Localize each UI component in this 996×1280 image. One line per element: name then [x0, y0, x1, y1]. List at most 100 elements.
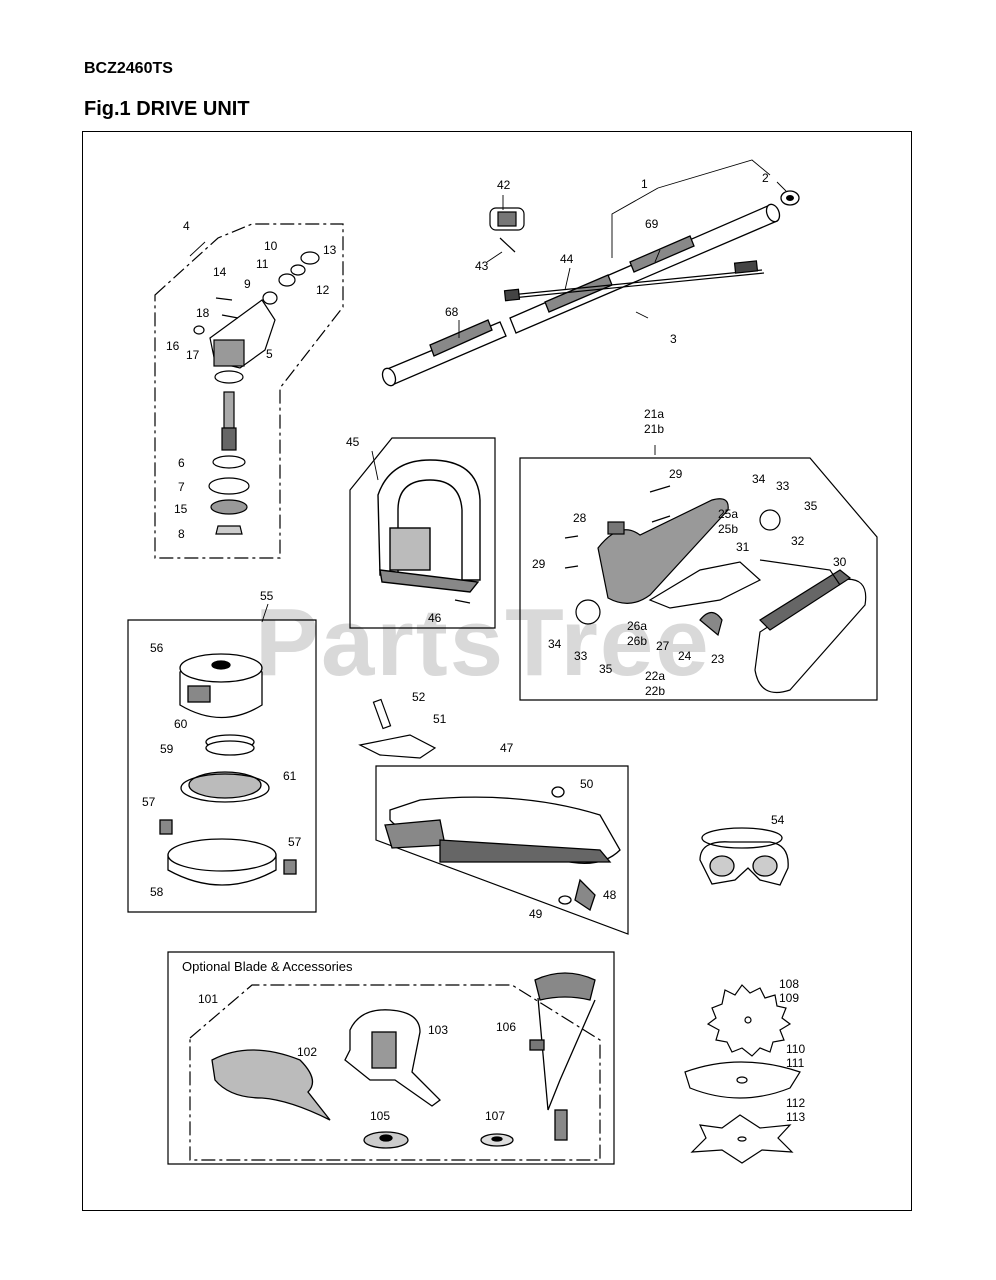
callout-109: 109 — [779, 991, 799, 1005]
optional-section-title: Optional Blade & Accessories — [182, 959, 353, 974]
callout-24: 24 — [678, 649, 692, 663]
spool-group-outline — [127, 619, 317, 913]
callout-55: 55 — [260, 589, 274, 603]
shaft-tube — [381, 203, 781, 387]
throttle-housing — [564, 485, 867, 694]
leader-lines — [189, 159, 787, 623]
callout-21a: 21a — [644, 407, 664, 421]
callout-31: 31 — [736, 540, 750, 554]
callout-14: 14 — [213, 265, 227, 279]
callout-12: 12 — [316, 283, 330, 297]
callout-110: 110 — [786, 1042, 805, 1056]
callout-61: 61 — [283, 769, 297, 783]
blade-4-tooth — [684, 1061, 801, 1099]
callout-68: 68 — [445, 305, 459, 319]
callout-106: 106 — [496, 1020, 516, 1034]
callout-43: 43 — [475, 259, 489, 273]
callout-113: 113 — [786, 1110, 805, 1124]
gearhead-group-outline — [154, 223, 344, 559]
callouts: 1 2 3 4 5 6 7 8 9 10 11 12 13 14 15 16 1… — [142, 171, 847, 1124]
guard — [384, 786, 621, 912]
callout-35-left: 35 — [599, 662, 613, 676]
callout-51: 51 — [433, 712, 447, 726]
callout-45: 45 — [346, 435, 360, 449]
optional-accessories — [211, 972, 596, 1149]
callout-59: 59 — [160, 742, 174, 756]
callout-56: 56 — [150, 641, 164, 655]
end-cap-hole — [786, 195, 794, 201]
callout-52: 52 — [412, 690, 426, 704]
callout-34-right: 34 — [752, 472, 766, 486]
callout-44: 44 — [560, 252, 574, 266]
callout-28: 28 — [573, 511, 587, 525]
engine-group-outline — [519, 457, 878, 701]
callout-11: 11 — [256, 257, 269, 271]
drive-shaft — [503, 260, 765, 302]
callout-111: 111 — [786, 1056, 805, 1070]
loop-handle — [377, 459, 481, 604]
callout-34-left: 34 — [548, 637, 562, 651]
callout-30: 30 — [833, 555, 847, 569]
callout-16: 16 — [166, 339, 180, 353]
trimmer-spool — [159, 653, 297, 886]
safety-goggles — [699, 827, 789, 886]
callout-1: 1 — [641, 177, 648, 191]
callout-2: 2 — [762, 171, 769, 185]
callout-57-left: 57 — [142, 795, 156, 809]
callout-15: 15 — [174, 502, 188, 516]
diagram-frame — [82, 131, 912, 1211]
blade-star — [690, 1114, 794, 1164]
gear-head — [193, 251, 320, 535]
callout-101: 101 — [198, 992, 218, 1006]
callout-25b: 25b — [718, 522, 738, 536]
callout-9: 9 — [244, 277, 251, 291]
callout-33-right: 33 — [776, 479, 790, 493]
callout-49: 49 — [529, 907, 543, 921]
callout-60: 60 — [174, 717, 188, 731]
shaft-clamp — [489, 207, 525, 253]
callout-8: 8 — [178, 527, 185, 541]
callout-13: 13 — [323, 243, 337, 257]
guard-bracket — [358, 698, 437, 759]
callout-5: 5 — [266, 347, 273, 361]
callout-58: 58 — [150, 885, 164, 899]
callout-23: 23 — [711, 652, 725, 666]
callout-69: 69 — [645, 217, 659, 231]
callout-10: 10 — [264, 239, 278, 253]
callout-26b: 26b — [627, 634, 647, 648]
model-number: BCZ2460TS — [84, 60, 173, 77]
blade-saw — [706, 984, 792, 1057]
callout-29-top: 29 — [669, 467, 683, 481]
handle-group-outline — [349, 437, 496, 629]
callout-26a: 26a — [627, 619, 647, 633]
callout-6: 6 — [178, 456, 185, 470]
callout-57-right: 57 — [288, 835, 302, 849]
callout-29-left: 29 — [532, 557, 546, 571]
optional-inner-outline — [189, 984, 601, 1161]
callout-4: 4 — [183, 219, 190, 233]
callout-25a: 25a — [718, 507, 738, 521]
callout-50: 50 — [580, 777, 594, 791]
callout-22b: 22b — [645, 684, 665, 698]
callout-32: 32 — [791, 534, 805, 548]
callout-18: 18 — [196, 306, 210, 320]
callout-27: 27 — [656, 639, 670, 653]
callout-112: 112 — [786, 1096, 805, 1110]
callout-46: 46 — [428, 611, 442, 625]
figure-title: Fig.1 DRIVE UNIT — [84, 98, 250, 120]
callout-35-right: 35 — [804, 499, 818, 513]
callout-42: 42 — [497, 178, 511, 192]
optional-box-outline — [167, 951, 615, 1165]
guard-group-outline — [375, 765, 629, 935]
callout-107: 107 — [485, 1109, 505, 1123]
callout-47: 47 — [500, 741, 514, 755]
callout-102: 102 — [297, 1045, 317, 1059]
callout-17: 17 — [186, 348, 200, 362]
callout-3: 3 — [670, 332, 677, 346]
callout-54: 54 — [771, 813, 785, 827]
callout-33-left: 33 — [574, 649, 588, 663]
callout-103: 103 — [428, 1023, 448, 1037]
callout-22a: 22a — [645, 669, 665, 683]
callout-21b: 21b — [644, 422, 664, 436]
